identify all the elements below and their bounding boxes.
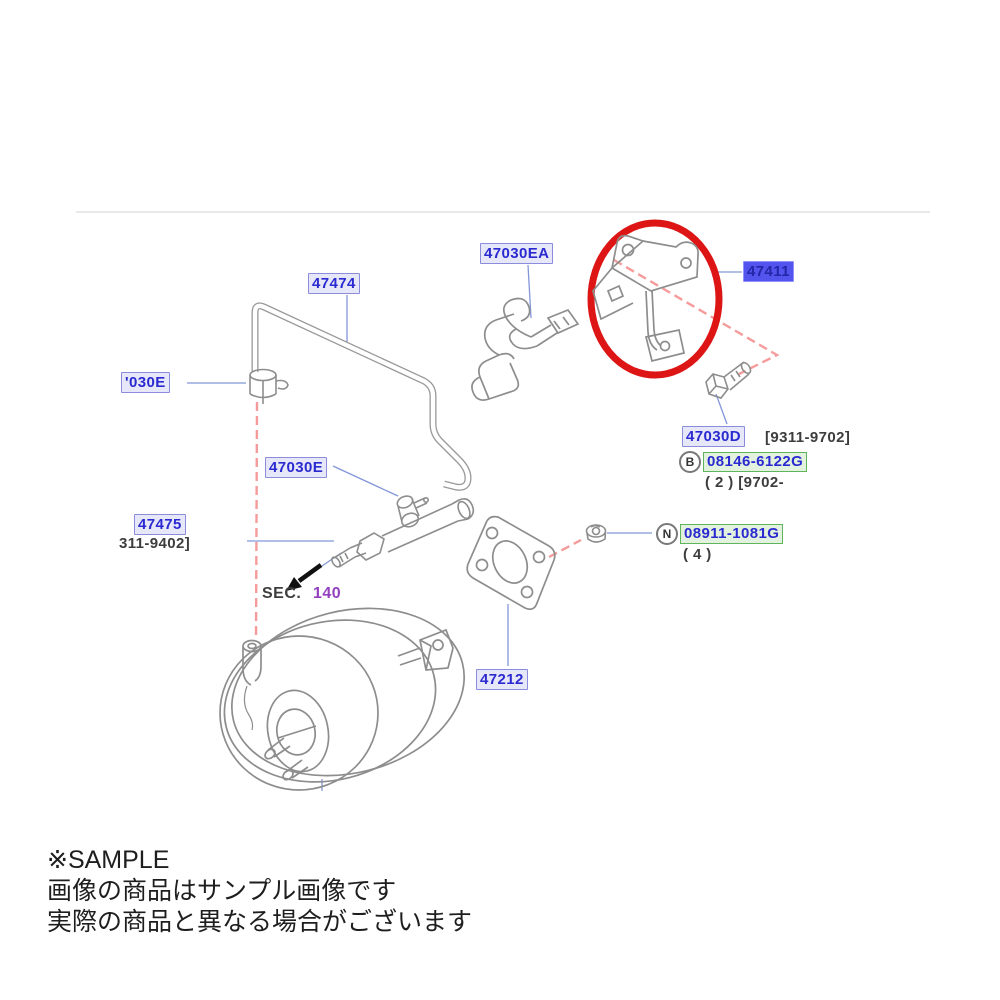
part-label-47030d[interactable]: 47030D <box>682 426 745 447</box>
part-label-47030e[interactable]: 47030E <box>265 457 328 478</box>
part-range-47030d: [9311-9702] <box>765 429 851 446</box>
range-b: [9702- <box>738 474 785 491</box>
hardware-number-b[interactable]: 08146-6122G <box>703 452 808 472</box>
sample-mark: ※SAMPLE <box>47 846 170 874</box>
valve-drawing <box>396 495 429 528</box>
hose-drawing <box>251 302 472 491</box>
hardware-prefix-b: B <box>679 451 701 473</box>
qty-b: ( 2 ) <box>705 474 734 491</box>
sec-arrow <box>286 563 323 591</box>
part-label-47030ea[interactable]: 47030EA <box>480 243 554 264</box>
bolt-drawing <box>705 361 752 399</box>
part-label-47475[interactable]: 47475 <box>134 514 186 535</box>
clip-drawing <box>471 297 580 401</box>
nut-drawing <box>585 524 607 543</box>
sample-disclaimer: ※SAMPLE 画像の商品はサンプル画像です 実際の商品と異なる場合がございます <box>47 845 472 938</box>
part-label-47411-selected[interactable]: 47411 <box>743 261 794 282</box>
hardware-prefix-n: N <box>656 523 678 545</box>
highlight-circle <box>587 219 723 379</box>
part-label-47474[interactable]: 47474 <box>308 273 360 294</box>
booster-drawing <box>219 607 466 791</box>
section-number: 140 <box>313 585 342 602</box>
part-range-47475: 311-9402] <box>119 535 191 552</box>
hardware-qty-n: ( 4 ) <box>683 546 712 563</box>
rod-drawing <box>331 498 475 568</box>
clamp-drawing <box>249 368 289 404</box>
disclaimer-line2: 実際の商品と異なる場合がございます <box>47 908 473 936</box>
gasket-drawing <box>466 515 556 611</box>
part-label-47212[interactable]: 47212 <box>476 669 528 690</box>
part-label-7030e[interactable]: '030E <box>121 372 170 393</box>
section-label: SEC. <box>262 585 302 602</box>
disclaimer-line1: 画像の商品はサンプル画像です <box>47 877 397 905</box>
hardware-qty-b: ( 2 ) [9702- <box>705 474 784 491</box>
hardware-number-n[interactable]: 08911-1081G <box>680 524 784 544</box>
bracket-drawing <box>592 234 699 363</box>
